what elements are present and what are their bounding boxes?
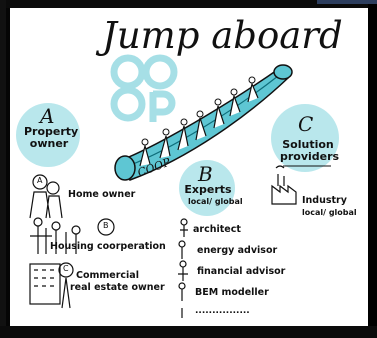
commercial-owner-label-line2: real estate owner [70, 282, 165, 293]
experts-subheading: local/ global [188, 197, 243, 206]
industry-factory [272, 166, 296, 204]
home-owner-figures [30, 175, 62, 218]
property-owner-heading-line2: owner [24, 138, 74, 150]
expert-item-more: ................ [195, 306, 250, 316]
experts-heading: Experts [184, 184, 232, 196]
corner-accent-bar [317, 0, 377, 4]
frame-right-border [368, 0, 377, 338]
coop-background-letters [114, 58, 174, 122]
frame-left-border [0, 0, 6, 338]
expert-item-financial-advisor: financial advisor [197, 266, 285, 277]
expert-figures [178, 219, 188, 318]
commercial-owner-label-line1: Commercial [76, 270, 139, 281]
industry-label: Industry [302, 195, 347, 206]
housing-cooperation-label: Housing coorperation [50, 241, 166, 252]
page-title: Jump aboard [102, 14, 343, 57]
property-owner-heading: Property owner [24, 126, 74, 150]
home-owner-marker: A [37, 176, 42, 185]
commercial-owner-marker: C [63, 264, 69, 273]
expert-item-architect: architect [193, 224, 241, 235]
industry-sub: local/ global [302, 208, 357, 217]
housing-cooperation-marker: B [103, 221, 109, 230]
frame-bottom-border [0, 326, 377, 338]
solution-providers-heading: Solution providers [280, 139, 336, 163]
expert-item-energy-advisor: energy advisor [197, 245, 277, 256]
illustration-canvas: Jump aboard COOP A Property owner A Home… [10, 8, 368, 326]
solution-providers-heading-line2: providers [280, 151, 336, 163]
section-c-letter: C [298, 112, 313, 136]
home-owner-label: Home owner [68, 189, 135, 200]
expert-item-bem-modeller: BEM modeller [195, 287, 269, 298]
